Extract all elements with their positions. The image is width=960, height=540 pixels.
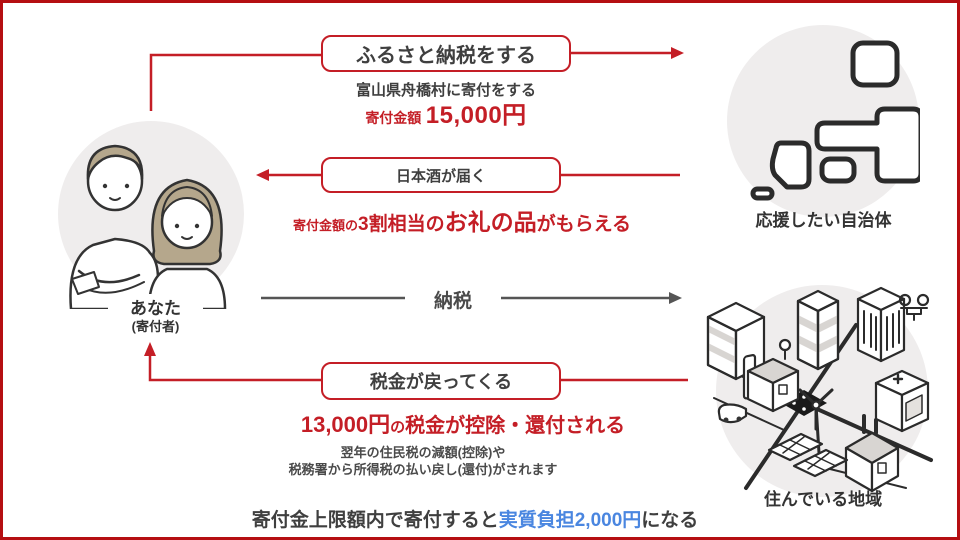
- gift-note-emphasis: お礼の品: [444, 209, 537, 235]
- refund-note-particle: の: [390, 419, 406, 436]
- refund-step-box: 税金が戻ってくる: [321, 362, 561, 400]
- footer-summary: 寄付金上限額内で寄付すると実質負担2,000円になる: [3, 505, 947, 532]
- refund-step-label: 税金が戻ってくる: [369, 372, 513, 392]
- shikoku-shape: [819, 156, 857, 184]
- okinawa-shape: [750, 186, 775, 201]
- house-2: [844, 414, 900, 493]
- footer-suffix: になる: [641, 510, 699, 531]
- solar-panels: [767, 432, 849, 478]
- donation-amount: 寄付金額 15,000円: [303, 95, 589, 130]
- gift-note-prefix: 寄付金額の: [292, 218, 358, 233]
- public-building: [874, 369, 930, 433]
- donation-amount-value: 15,000円: [425, 102, 527, 129]
- donate-step-label: ふるさと納税をする: [356, 45, 536, 67]
- donate-description: 富山県舟橋村に寄付をする: [355, 82, 536, 99]
- city-illustration: [706, 286, 933, 493]
- tax-arrow-label: 納税: [408, 286, 498, 313]
- van: [717, 403, 748, 424]
- gift-step-label: 日本酒が届く: [395, 167, 486, 185]
- gift-step-box: 日本酒が届く: [321, 157, 561, 193]
- donate-arrow: [149, 47, 684, 111]
- kyushu-shape: [769, 140, 812, 190]
- drone: [898, 293, 930, 321]
- hokkaido-shape: [850, 40, 900, 88]
- striped-tower: [796, 289, 840, 371]
- japan-map-illustration: [750, 40, 920, 201]
- refund-details: 翌年の住民税の減額(控除)や 税務署から所得税の払い戻し(還付)がされます: [253, 444, 593, 478]
- gift-note-suffix: がもらえる: [536, 214, 632, 235]
- donation-amount-label: 寄付金額: [365, 110, 422, 126]
- gift-note-mid: 3割相当の: [358, 214, 445, 235]
- refund-note-rest: 税金が控除・還付される: [405, 415, 626, 437]
- refund-note: 13,000円の税金が控除・還付される: [278, 407, 648, 439]
- honshu-shape: [814, 106, 920, 184]
- refund-detail-line1: 翌年の住民税の減額(控除)や: [340, 445, 506, 460]
- gift-note: 寄付金額の3割相当のお礼の品がもらえる: [280, 203, 644, 237]
- donor-label: あなた: [108, 294, 203, 319]
- donor-sublabel: (寄付者): [108, 316, 203, 335]
- footer-highlight: 実質負担2,000円: [498, 510, 642, 531]
- house-1: [717, 357, 800, 424]
- region-label: 住んでいる地域: [763, 490, 883, 509]
- flow-arrows: [144, 47, 688, 382]
- gift-arrow: [256, 169, 680, 181]
- footer-prefix: 寄付金上限額内で寄付すると: [251, 510, 499, 531]
- donate-step-box: ふるさと納税をする: [321, 35, 571, 72]
- refund-note-amount: 13,000円: [300, 412, 391, 437]
- tax-arrow-line: [261, 292, 682, 304]
- municipality-label: 応援したい自治体: [755, 211, 892, 230]
- refund-detail-line2: 税務署から所得税の払い戻し(還付)がされます: [288, 462, 558, 477]
- refund-arrow: [144, 342, 688, 382]
- donor-couple-illustration: [69, 144, 227, 309]
- window-tower: [856, 286, 906, 363]
